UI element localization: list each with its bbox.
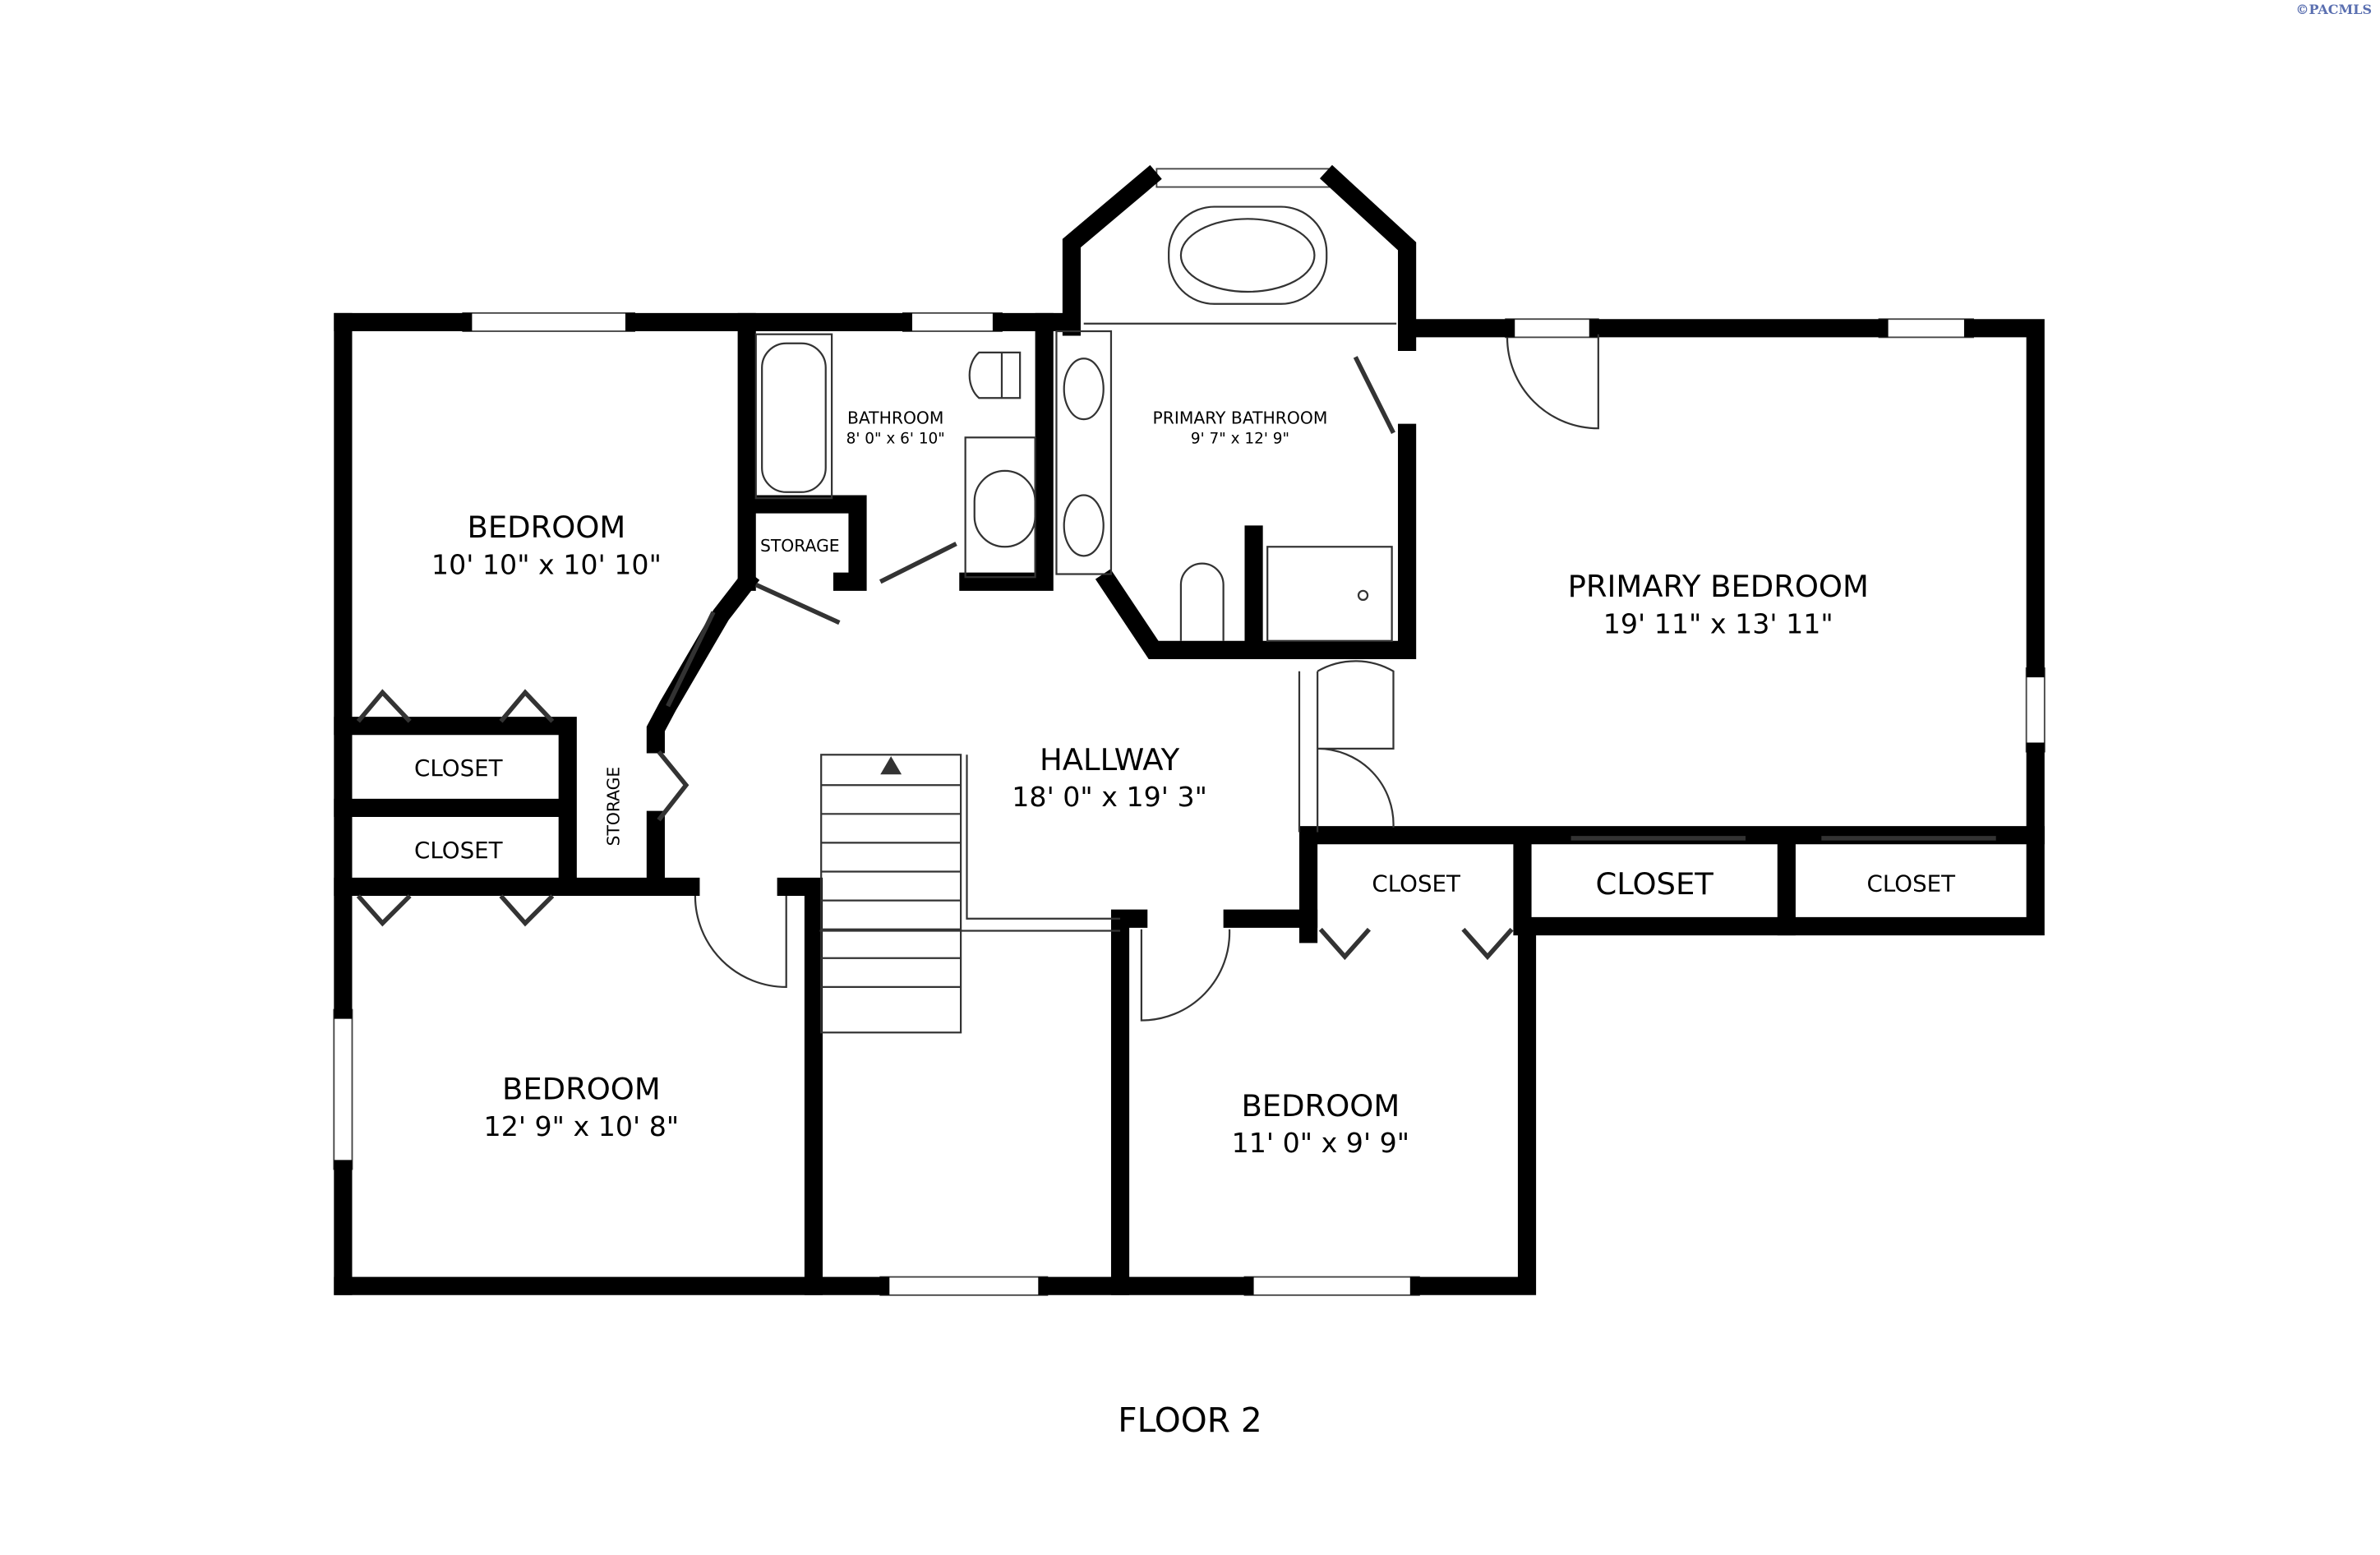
closet-label: CLOSET — [414, 837, 503, 864]
closet-label: CLOSET — [1595, 866, 1714, 902]
room-size: 19' 11" x 13' 11" — [1603, 608, 1833, 640]
room-name: BEDROOM — [468, 510, 626, 545]
storage-label: STORAGE — [760, 536, 840, 556]
room-size: 10' 10" x 10' 10" — [431, 549, 662, 581]
room-size: 11' 0" x 9' 9" — [1232, 1127, 1410, 1159]
fixtures — [356, 205, 1996, 1034]
room-name: PRIMARY BEDROOM — [1568, 569, 1869, 604]
room-name: BEDROOM — [1241, 1088, 1400, 1124]
watermark: ©PACMLS — [2295, 2, 2372, 17]
closet-label: CLOSET — [1372, 870, 1460, 897]
room-size: 18' 0" x 19' 3" — [1012, 781, 1207, 813]
room-name: HALLWAY — [1040, 742, 1180, 778]
room-labels: BEDROOM 10' 10" x 10' 10" BATHROOM 8' 0"… — [414, 408, 1955, 1440]
room-size: 9' 7" x 12' 9" — [1191, 431, 1289, 448]
room-name: BATHROOM — [847, 408, 943, 428]
closet-label: CLOSET — [414, 754, 503, 782]
room-size: 8' 0" x 6' 10" — [846, 431, 945, 448]
walls — [334, 164, 2045, 1295]
room-name: PRIMARY BATHROOM — [1153, 408, 1328, 428]
room-name: BEDROOM — [502, 1072, 661, 1107]
closet-label: CLOSET — [1867, 870, 1956, 897]
room-size: 12' 9" x 10' 8" — [484, 1110, 680, 1142]
floor-label: FLOOR 2 — [1118, 1400, 1262, 1440]
storage-label: STORAGE — [604, 767, 624, 847]
